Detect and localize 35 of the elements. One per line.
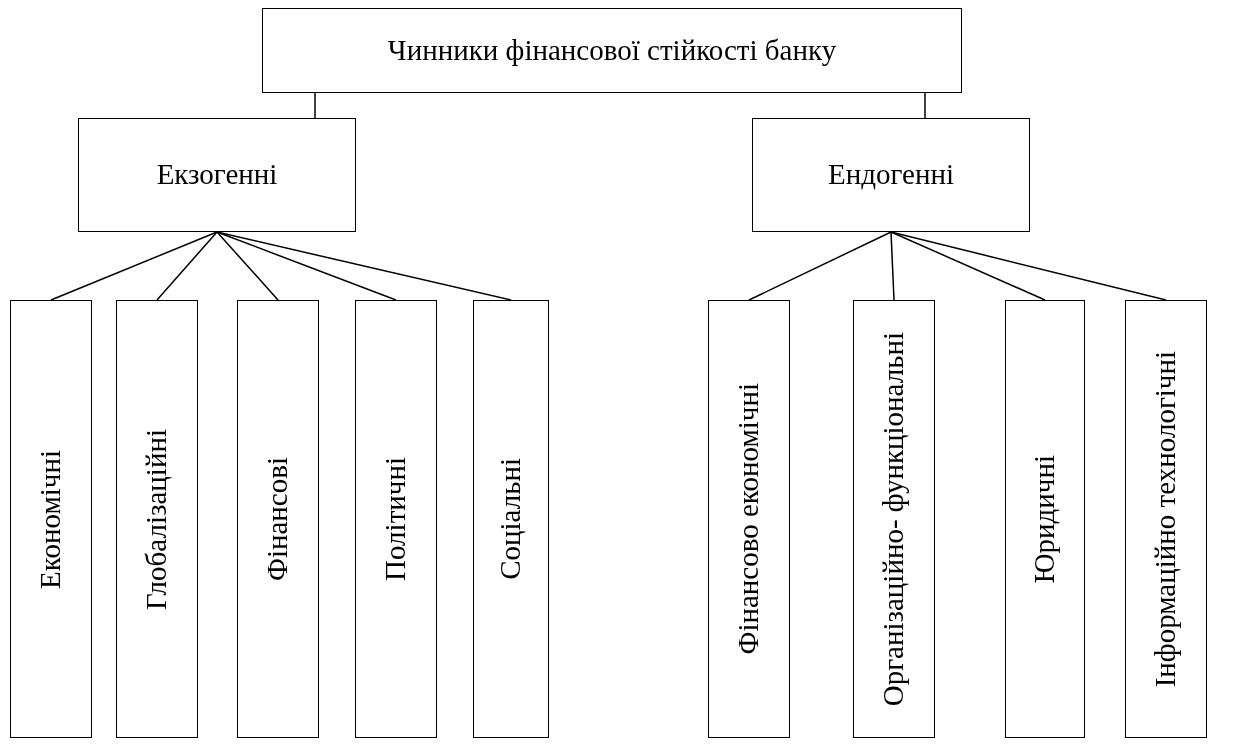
connector-line <box>890 231 895 301</box>
factor-box <box>473 300 549 738</box>
category-box <box>752 118 1030 232</box>
connector-line <box>50 231 218 301</box>
factor-box <box>1125 300 1207 738</box>
box-label: Ендогенні <box>828 158 954 192</box>
factor-box <box>10 300 92 738</box>
connector-line <box>924 92 926 119</box>
box-label: Економічні <box>34 449 68 589</box>
connector-line <box>890 231 1167 301</box>
box-label: Екзогенні <box>156 158 278 192</box>
box-label: Юридичні <box>1028 454 1062 584</box>
factor-box <box>853 300 935 738</box>
box-label: Інформаційно технологічні <box>1149 350 1183 688</box>
connector-line <box>890 231 1046 301</box>
box-label: Організаційно- функціональні <box>877 331 911 707</box>
box-label: Фінансово економічні <box>732 383 766 655</box>
factor-box <box>708 300 790 738</box>
category-box <box>262 8 962 93</box>
connector-line <box>216 231 397 301</box>
box-label: Чинники фінансової стійкості банку <box>387 33 837 68</box>
factor-box <box>355 300 437 738</box>
connector-line <box>156 231 218 301</box>
box-label: Глобалізаційні <box>140 428 174 610</box>
connector-line <box>216 231 512 301</box>
connector-line <box>314 92 316 119</box>
factor-box <box>116 300 198 738</box>
category-box <box>78 118 356 232</box>
factor-box <box>1005 300 1085 738</box>
box-label: Політичні <box>379 457 413 581</box>
box-label: Фінансові <box>261 457 295 581</box>
factor-box <box>237 300 319 738</box>
connector-line <box>748 231 892 301</box>
box-label: Соціальні <box>494 458 528 580</box>
connector-line <box>216 231 279 301</box>
